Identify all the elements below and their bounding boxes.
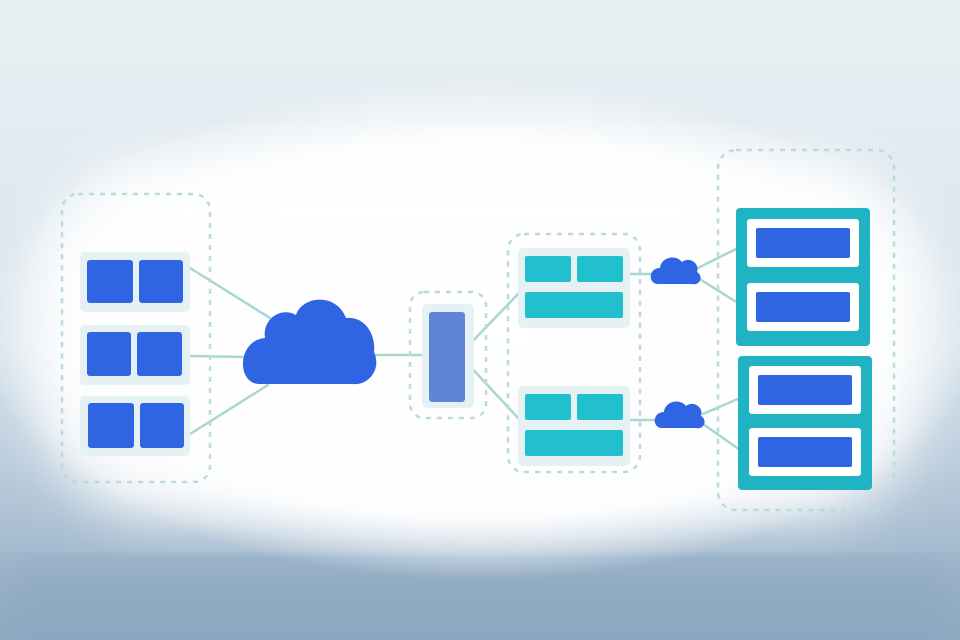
connector-link2-db2-top xyxy=(701,396,742,416)
databases-group-border xyxy=(716,148,896,512)
app-server xyxy=(518,248,630,328)
database-icon xyxy=(736,208,870,346)
server-icon xyxy=(577,394,623,420)
clients-group-border xyxy=(60,192,212,484)
client-tiles xyxy=(80,252,190,456)
client-cell xyxy=(87,260,133,303)
connector-lines xyxy=(188,246,742,452)
connector-link1-db1-bottom xyxy=(696,276,740,305)
database-tier-fill xyxy=(758,437,852,467)
connector-lb-app1 xyxy=(464,290,522,350)
client-cell xyxy=(88,403,134,448)
database-icon xyxy=(738,356,872,490)
server-icon xyxy=(525,256,571,282)
server-icon xyxy=(525,292,623,318)
client-cell xyxy=(87,332,131,376)
connector-lb-app2 xyxy=(464,360,522,422)
connector-client3-cloud xyxy=(188,383,270,436)
cloud-icon xyxy=(650,257,701,285)
server-icon xyxy=(525,430,623,456)
connector-link1-db1-top xyxy=(696,246,740,270)
client-tile xyxy=(80,325,190,385)
server-icon xyxy=(429,312,465,402)
client-cell xyxy=(139,260,183,303)
center-glow-core xyxy=(40,160,920,520)
connector-link2-db2-bottom xyxy=(701,422,742,452)
client-cell xyxy=(140,403,184,448)
server-icon xyxy=(525,394,571,420)
client-tile xyxy=(80,396,190,456)
app-server xyxy=(518,386,630,466)
connector-client2-cloud xyxy=(188,354,247,359)
server-icon xyxy=(577,256,623,282)
connector-client1-cloud xyxy=(188,266,272,320)
database-tier-fill xyxy=(756,292,850,322)
client-cell xyxy=(137,332,182,376)
cloud-icon xyxy=(242,299,377,385)
cloud-icon xyxy=(654,401,705,429)
database-tier-fill xyxy=(756,228,850,258)
group-containers xyxy=(60,148,896,512)
database-tier-fill xyxy=(758,375,852,405)
load-balancer-group-border xyxy=(408,290,488,420)
client-tile xyxy=(80,252,190,312)
app-servers-group-border xyxy=(506,232,642,474)
